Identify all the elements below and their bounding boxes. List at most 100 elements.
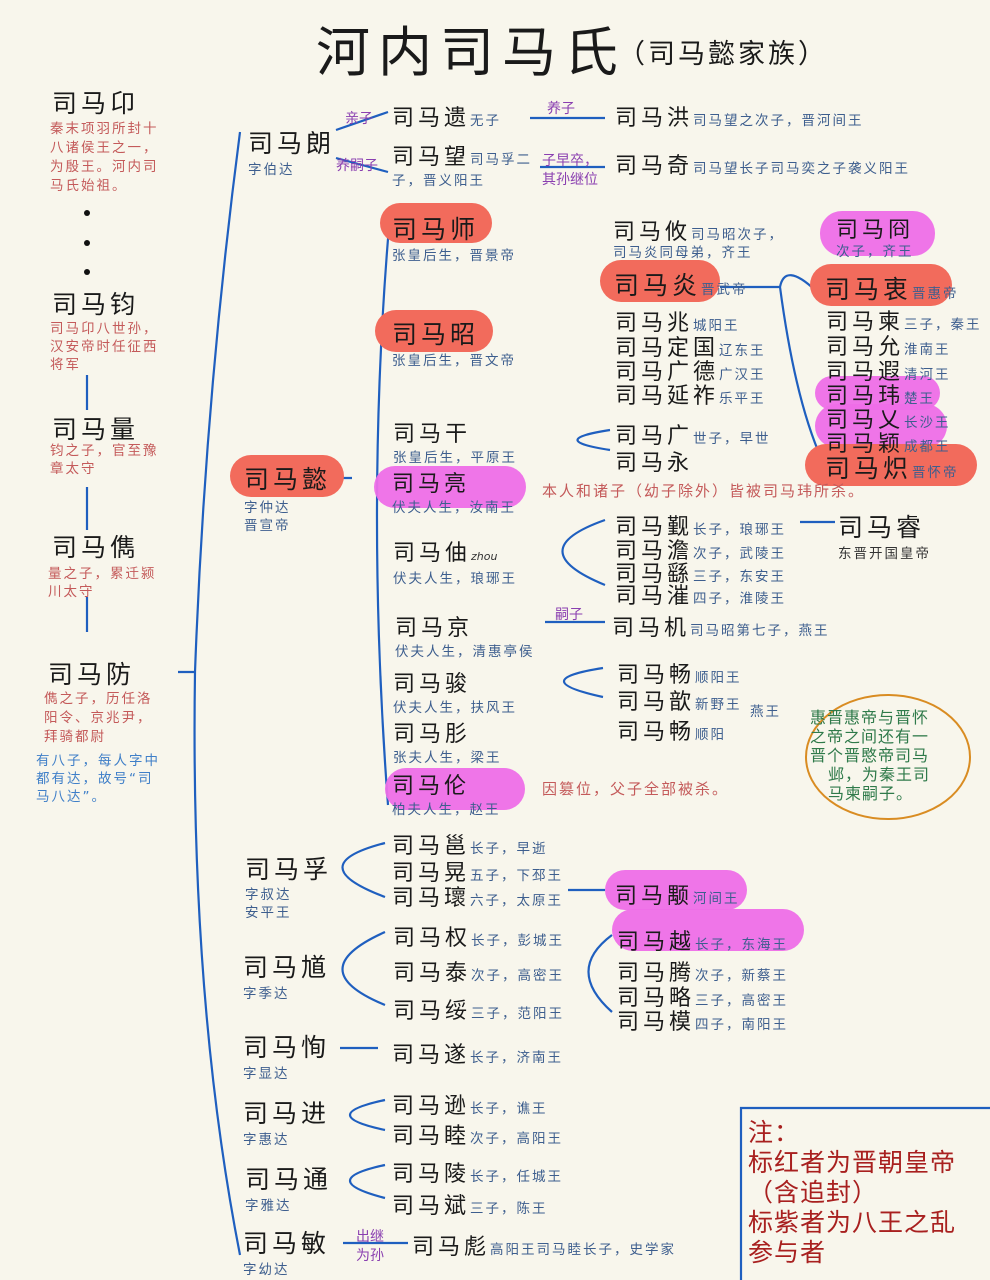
label-as-grandson: 为孙 <box>356 1248 384 1264</box>
person-note: 三子，东安王 <box>693 569 787 585</box>
person-name: 司马畅 <box>617 720 696 745</box>
person-note: 顺阳 <box>695 727 727 743</box>
person-name: 司马逊 <box>392 1094 471 1119</box>
person-sima-yun: 司马允淮南王 <box>826 329 951 361</box>
person-note: 马柬嗣子。 <box>828 784 914 803</box>
person-name: 司马师 <box>392 215 480 244</box>
person-sima-guangde: 司马广德广汉王 <box>615 354 766 386</box>
ellipsis-dot <box>84 210 90 216</box>
eight-princes-highlight <box>815 404 947 448</box>
person-note: 惠晋惠帝与晋怀 <box>810 708 930 727</box>
person-name: 司马瓌 <box>392 886 471 911</box>
label-adopted-heir: 养嗣子 <box>336 158 378 174</box>
person-sima-yong: 司马永 <box>615 445 693 477</box>
person-sima-yong-hejian: 司马颙河间王 <box>615 878 740 910</box>
yi-sons-trunk <box>330 214 392 806</box>
person-sima-mu: 司马睦次子，高阳王 <box>392 1118 563 1150</box>
legend-border <box>739 1106 990 1280</box>
person-sima-chang: 司马畅顺阳王 <box>617 657 742 689</box>
person-name: 司马绥 <box>393 999 472 1024</box>
person-note: 乐平王 <box>719 391 766 407</box>
person-note: 顺阳王 <box>695 670 742 686</box>
person-name: 司马泰 <box>393 961 472 986</box>
person-name: 司马昭 <box>392 320 480 349</box>
emperor-highlight <box>380 203 492 243</box>
person-name: 司马朗 <box>248 129 336 158</box>
person-note: 三子，秦王 <box>904 317 982 333</box>
person-note: 伏夫人生，汝南王 <box>392 500 516 516</box>
person-sima-rui: 司马睿东晋开国皇帝 <box>838 508 931 564</box>
label-early-death: 子早卒， <box>542 153 598 169</box>
person-name: 司马邕 <box>392 834 471 859</box>
person-note: 楚王 <box>904 391 936 407</box>
person-sima-zhao2: 司马兆城阳王 <box>615 305 740 337</box>
label-adopted-out: 出继 <box>356 1229 384 1245</box>
person-name: 司马恂 <box>243 1033 331 1062</box>
person-note: 长子，早逝 <box>470 841 548 857</box>
person-name: 司马伦 <box>392 774 471 799</box>
person-name: 司马肜 <box>393 722 472 747</box>
person-name: 司马澹 <box>615 539 694 564</box>
person-note: 长子，谯王 <box>470 1101 548 1117</box>
zhou-sons-bracket <box>561 518 606 587</box>
label-adopted: 养子 <box>547 101 575 117</box>
person-note: 次子，武陵王 <box>693 546 787 562</box>
person-note: 张皇后生，晋景帝 <box>392 248 516 264</box>
person-name: 司马斌 <box>392 1194 471 1219</box>
person-note: 无子 <box>470 113 502 129</box>
ancestor-note: 量之子，累迁颍川太守 <box>48 566 157 600</box>
person-name: 司马模 <box>617 1010 696 1035</box>
person-note: 字雅达 <box>245 1198 292 1214</box>
person-sima-xin: 司马歆新野王 <box>617 684 742 716</box>
person-note: 张夫人生，梁王 <box>393 750 502 766</box>
person-sima-hong: 司马洪司马望之次子，晋河间王 <box>615 100 864 132</box>
person-note: 之帝之间还有一 <box>810 727 930 746</box>
person-sima-yi: 司马懿字仲达晋宣帝 <box>244 460 331 535</box>
person-sima-xia: 司马遐清河王 <box>826 354 951 386</box>
person-sima-rong: 司马肜张夫人生，梁王 <box>393 716 502 768</box>
person-sima-jin: 司马进字惠达 <box>243 1094 330 1150</box>
person-sima-you: 司马攸司马昭次子，司马炎同母弟，齐王 <box>613 214 784 263</box>
person-note: 司马孚二子，晋义阳王 <box>392 152 533 189</box>
person-note: 张皇后生，平原王 <box>393 450 517 466</box>
person-note: 司马望长子司马奕之子袭义阳王 <box>693 161 911 177</box>
person-sima-dan: 司马澹次子，武陵王 <box>615 533 786 565</box>
person-sima-ji: 司马机司马昭第七子，燕王 <box>612 610 830 642</box>
person-sima-yue: 司马越长子，东海王 <box>617 924 788 956</box>
person-name: 司马亮 <box>392 472 471 497</box>
ellipse-annotation <box>805 694 971 820</box>
person-name: 司马越 <box>617 930 696 955</box>
person-name: 司马定国 <box>615 336 720 361</box>
person-sima-gui: 司马瓌六子，太原王 <box>392 880 563 912</box>
person-sima-liang: 司马亮伏夫人生，汝南王 <box>392 466 516 518</box>
person-note: 广汉王 <box>719 367 766 383</box>
person-name: 司马歆 <box>617 690 696 715</box>
person-note: 司马望之次子，晋河间王 <box>693 113 864 129</box>
person-note: 辽东王 <box>719 343 766 359</box>
ancestor-note: 司马卬八世孙，汉安帝时任征西将军 <box>50 321 159 373</box>
remark-liang: 本人和诸子（幼子除外）皆被司马玮所杀。 <box>542 482 866 500</box>
ellipsis-dot <box>84 269 90 275</box>
person-name: 司马奇 <box>615 154 694 179</box>
person-sima-huang: 司马晃五子，下邳王 <box>392 855 563 887</box>
person-note: 伏夫人生，扶风王 <box>393 700 517 716</box>
person-sima-wang: 司马望司马孚二子，晋义阳王 <box>392 147 542 191</box>
person-note: 安平王 <box>245 905 292 921</box>
ancestor-sima-ang: 司马卬 <box>52 84 139 120</box>
person-name: 司马通 <box>245 1165 333 1194</box>
person-name: 司马遐 <box>826 360 905 385</box>
person-note: 晋怀帝 <box>912 465 959 481</box>
person-name: 司马洪 <box>615 106 694 131</box>
person-name: 司马懿 <box>244 465 332 494</box>
emperor-highlight <box>810 264 952 306</box>
person-name: 司马彪 <box>412 1235 491 1260</box>
legend-line: 参与者 <box>748 1238 827 1267</box>
person-sima-chang2: 司马畅顺阳 <box>617 714 726 746</box>
person-sima-wei: 司马玮楚王 <box>826 378 935 410</box>
person-sima-teng: 司马腾次子，新蔡王 <box>617 955 788 987</box>
eight-princes-highlight <box>605 870 747 910</box>
person-name: 司马玮 <box>826 384 905 409</box>
person-name: 司马炽 <box>825 454 913 483</box>
person-sima-shi: 司马师张皇后生，晋景帝 <box>392 210 516 266</box>
